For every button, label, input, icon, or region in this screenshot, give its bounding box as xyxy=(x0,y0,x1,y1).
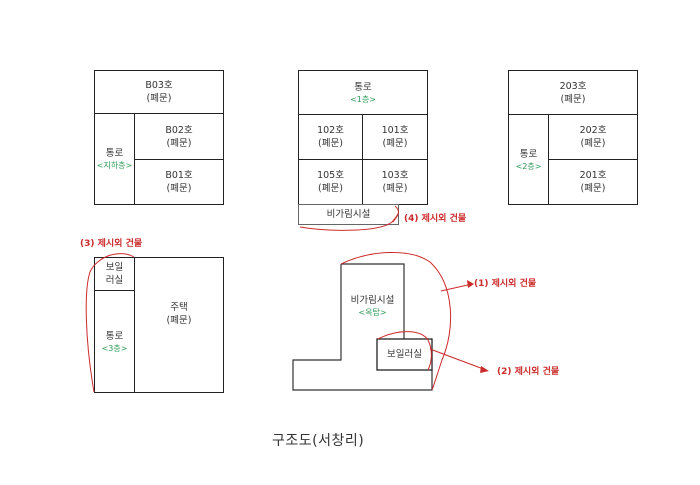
room-202: 202호 (폐문) xyxy=(549,115,637,160)
annotation-2-curve xyxy=(377,331,432,371)
room-label: 103호 xyxy=(381,170,409,181)
annotation-4-curve xyxy=(299,205,399,231)
annotation-1-curve xyxy=(340,252,452,391)
boiler-label-line1: 보일 xyxy=(105,262,124,273)
shelter-label: 비가림시설 xyxy=(326,209,371,220)
shelter-label: 비가림시설 xyxy=(350,295,395,306)
basement-block: B03호 (폐문) 통로 <지하층> B02호 (폐문) B01호 (폐문) xyxy=(94,70,224,205)
rooftop-boiler-room: 보일러실 xyxy=(377,339,432,370)
room-status: (폐문) xyxy=(146,93,172,104)
room-101: 101호 (폐문) xyxy=(363,115,427,160)
room-status: (폐문) xyxy=(166,137,192,149)
room-label: 203호 xyxy=(559,80,587,92)
annotation-3-curve xyxy=(85,253,135,393)
house-status: (폐문) xyxy=(166,315,192,326)
room-b01: B01호 (폐문) xyxy=(135,160,223,204)
room-102: 102호 (폐문) xyxy=(299,115,363,160)
rooftop-outline xyxy=(341,263,405,339)
corridor-label: 통로 xyxy=(105,148,124,159)
rooftop-boiler-box xyxy=(376,338,433,371)
room-b03: B03호 (폐문) xyxy=(95,71,223,114)
room-203: 203호 (폐문) xyxy=(509,71,637,115)
arrow-2-head xyxy=(480,366,489,373)
floor-label: <3층> xyxy=(101,343,128,353)
room-label: B02호 xyxy=(165,124,193,136)
rooftop-shelter: 비가림시설 <옥탑> xyxy=(341,290,404,322)
boiler-label-line2: 러실 xyxy=(105,275,124,286)
room-label: B01호 xyxy=(165,170,193,181)
third-floor-block: 보일 러실 통로 <3층> 주택 (폐문) xyxy=(94,257,224,393)
annotation-1: (1) 제시외 건물 xyxy=(474,279,537,289)
room-label: 105호 xyxy=(317,170,344,181)
room-label: 101호 xyxy=(381,125,409,136)
room-status: (폐문) xyxy=(580,138,606,149)
first-floor-corridor: 통로 <1층> xyxy=(299,71,427,115)
annotation-3: (3) 제시외 건물 xyxy=(80,239,143,249)
room-status: (폐문) xyxy=(382,183,408,194)
annotation-4: (4) 제시외 건물 xyxy=(404,214,467,224)
room-status: (폐문) xyxy=(382,138,408,149)
arrow-1-head xyxy=(467,280,474,288)
boiler-label: 보일러실 xyxy=(387,349,422,360)
first-floor-shelter: 비가림시설 xyxy=(298,204,399,225)
floor-label: <지하층> xyxy=(96,161,133,170)
room-201: 201호 (폐문) xyxy=(549,160,637,204)
house-label: 주택 xyxy=(170,302,188,313)
room-status: (폐문) xyxy=(318,183,343,194)
third-floor-boiler-room: 보일 러실 xyxy=(95,258,135,291)
second-floor-block: 203호 (폐문) 통로 <2층> 202호 (폐문) 201호 (폐문) xyxy=(508,70,638,205)
room-label: B03호 xyxy=(145,80,173,91)
room-label: 202호 xyxy=(579,125,607,136)
annotation-2: (2) 제시외 건물 xyxy=(497,367,560,377)
third-floor-corridor: 통로 <3층> xyxy=(95,291,135,392)
room-b02: B02호 (폐문) xyxy=(135,114,223,160)
corridor-label: 통로 xyxy=(105,330,124,342)
floor-label: <1층> xyxy=(350,94,376,104)
room-label: 102호 xyxy=(317,125,344,136)
room-status: (폐문) xyxy=(166,183,192,194)
room-105: 105호 (폐문) xyxy=(299,160,363,204)
second-floor-corridor: 통로 <2층> xyxy=(509,115,549,204)
first-floor-block: 통로 <1층> 102호 (폐문) 101호 (폐문) 105호 (폐문) 10… xyxy=(298,70,428,205)
diagram-caption: 구조도(서창리) xyxy=(272,433,365,449)
room-label: 201호 xyxy=(579,170,607,181)
floor-label: <옥탑> xyxy=(358,308,387,317)
corridor-label: 통로 xyxy=(354,81,372,93)
room-103: 103호 (폐문) xyxy=(363,160,427,204)
room-status: (폐문) xyxy=(580,183,606,194)
third-floor-house: 주택 (폐문) xyxy=(135,258,223,392)
basement-corridor: 통로 <지하층> xyxy=(95,114,135,204)
room-status: (폐문) xyxy=(560,93,586,105)
room-status: (폐문) xyxy=(318,138,343,149)
corridor-label: 통로 xyxy=(519,148,538,160)
floor-label: <2층> xyxy=(515,161,542,171)
